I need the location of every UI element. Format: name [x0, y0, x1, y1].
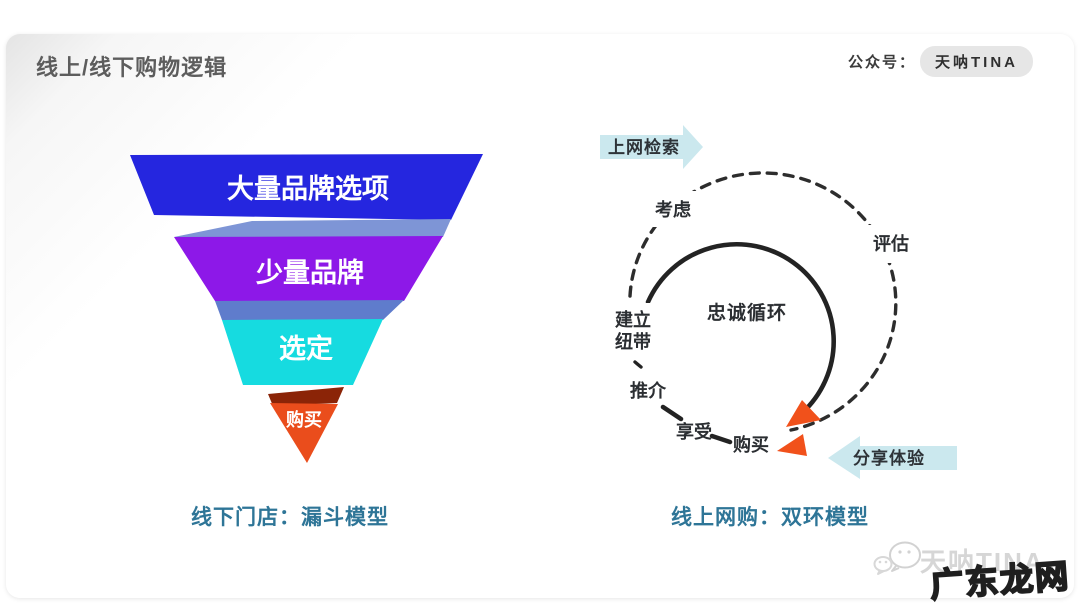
funnel-layer-3-label: 选定: [279, 333, 333, 364]
account-badge-name: 天呐TINA: [920, 46, 1034, 77]
wechat-bubbles-icon: [873, 541, 921, 575]
funnel-layer-2-label: 少量品牌: [256, 258, 364, 288]
loyalty-loop-label: 忠诚循环: [707, 301, 787, 324]
label-buy: 购买: [733, 434, 769, 455]
share-arrow-label: 分享体验: [853, 448, 925, 468]
inner-solid-loop: [645, 241, 836, 416]
halo-evaluate: [859, 225, 923, 263]
label-consider: 考虑: [655, 199, 691, 220]
account-badge: 公众号： 天呐TINA: [848, 46, 1034, 77]
label-evaluate: 评估: [873, 233, 909, 254]
halo-advocate: [623, 377, 673, 405]
halo-consider: [643, 191, 705, 227]
funnel-layer-3: [222, 319, 383, 385]
loop-diagram: 上网检索 分享体验 考虑 评估 建立 纽带 推介 享受 购买 忠诚循环: [600, 125, 957, 479]
loop-arrowhead-solid-icon: [786, 400, 821, 427]
share-arrow-icon: [828, 436, 957, 479]
label-bond-line2: 纽带: [615, 331, 651, 352]
loop-tick-2: [709, 433, 733, 445]
funnel-caption: 线下门店：漏斗模型: [191, 506, 389, 529]
entry-arrow-icon: [600, 125, 703, 169]
halo-bond: [607, 303, 661, 357]
label-bond-line1: 建立: [615, 309, 651, 330]
account-badge-prefix: 公众号：: [848, 54, 917, 71]
page-title: 线上/线下购物逻辑: [36, 55, 228, 80]
watermark-overlay: 广东龙网: [928, 556, 1072, 605]
watermark-brand: 天呐TINA: [920, 547, 1045, 577]
halo-buy: [727, 432, 775, 458]
entry-arrow-label: 上网检索: [608, 137, 680, 157]
funnel-layer-1-label: 大量品牌选项: [227, 174, 389, 204]
label-enjoy: 享受: [676, 421, 712, 442]
funnel-layer-4: [270, 403, 338, 463]
funnel-layer-4-label: 购买: [286, 409, 322, 430]
funnel-fold-1: [174, 219, 451, 237]
funnel-fold-2: [215, 300, 404, 320]
funnel-diagram: 大量品牌选项 少量品牌 选定 购买: [130, 154, 483, 463]
loop-caption: 线上网购：双环模型: [671, 506, 869, 529]
loop-arrowhead-dashed-icon: [777, 434, 807, 456]
label-advocate: 推介: [630, 380, 667, 401]
halo-enjoy: [671, 419, 719, 445]
funnel-layer-1: [130, 154, 483, 220]
funnel-layer-2: [174, 236, 443, 301]
loop-tick-1: [660, 404, 684, 422]
loop-tick-3: [633, 360, 643, 369]
slide-card: [6, 34, 1074, 598]
watermark: 天呐TINA 广东龙网: [872, 538, 1076, 605]
funnel-fold-3: [268, 387, 344, 406]
